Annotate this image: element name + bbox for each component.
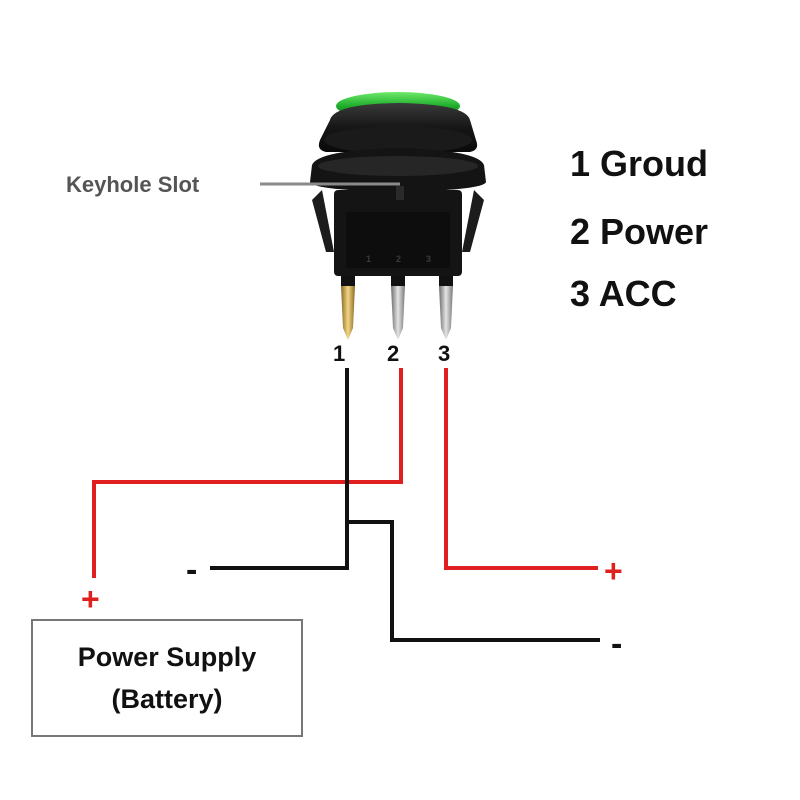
keyhole-slot-label: Keyhole Slot bbox=[66, 172, 200, 197]
terminal-3 bbox=[439, 276, 453, 340]
housing-pin-mark-1: 1 bbox=[366, 254, 371, 264]
battery-positive-label: + bbox=[81, 581, 100, 617]
wire-ground-black-trunk bbox=[210, 368, 349, 570]
terminal-1 bbox=[341, 276, 355, 340]
pin-number-1: 1 bbox=[333, 341, 345, 366]
power-supply-box bbox=[31, 619, 303, 737]
battery-label: (Battery) bbox=[111, 684, 222, 714]
legend-power: 2 Power bbox=[570, 211, 708, 252]
legend-ground: 1 Groud bbox=[570, 143, 708, 184]
load-negative-label: - bbox=[611, 625, 622, 663]
pin-number-2: 2 bbox=[387, 341, 399, 366]
wire-power-red bbox=[92, 368, 403, 578]
load-positive-label: + bbox=[604, 553, 623, 589]
legend-acc: 3 ACC bbox=[570, 273, 677, 314]
wire-ground-black-branch bbox=[347, 520, 600, 642]
pin-number-3: 3 bbox=[438, 341, 450, 366]
terminal-2 bbox=[391, 276, 405, 340]
wire-acc-red bbox=[444, 368, 598, 570]
power-supply-label: Power Supply bbox=[78, 642, 257, 672]
housing-pin-mark-3: 3 bbox=[426, 254, 431, 264]
rocker-switch: 1 2 3 bbox=[310, 92, 486, 340]
battery-negative-label: - bbox=[186, 551, 197, 589]
housing-pin-mark-2: 2 bbox=[396, 254, 401, 264]
